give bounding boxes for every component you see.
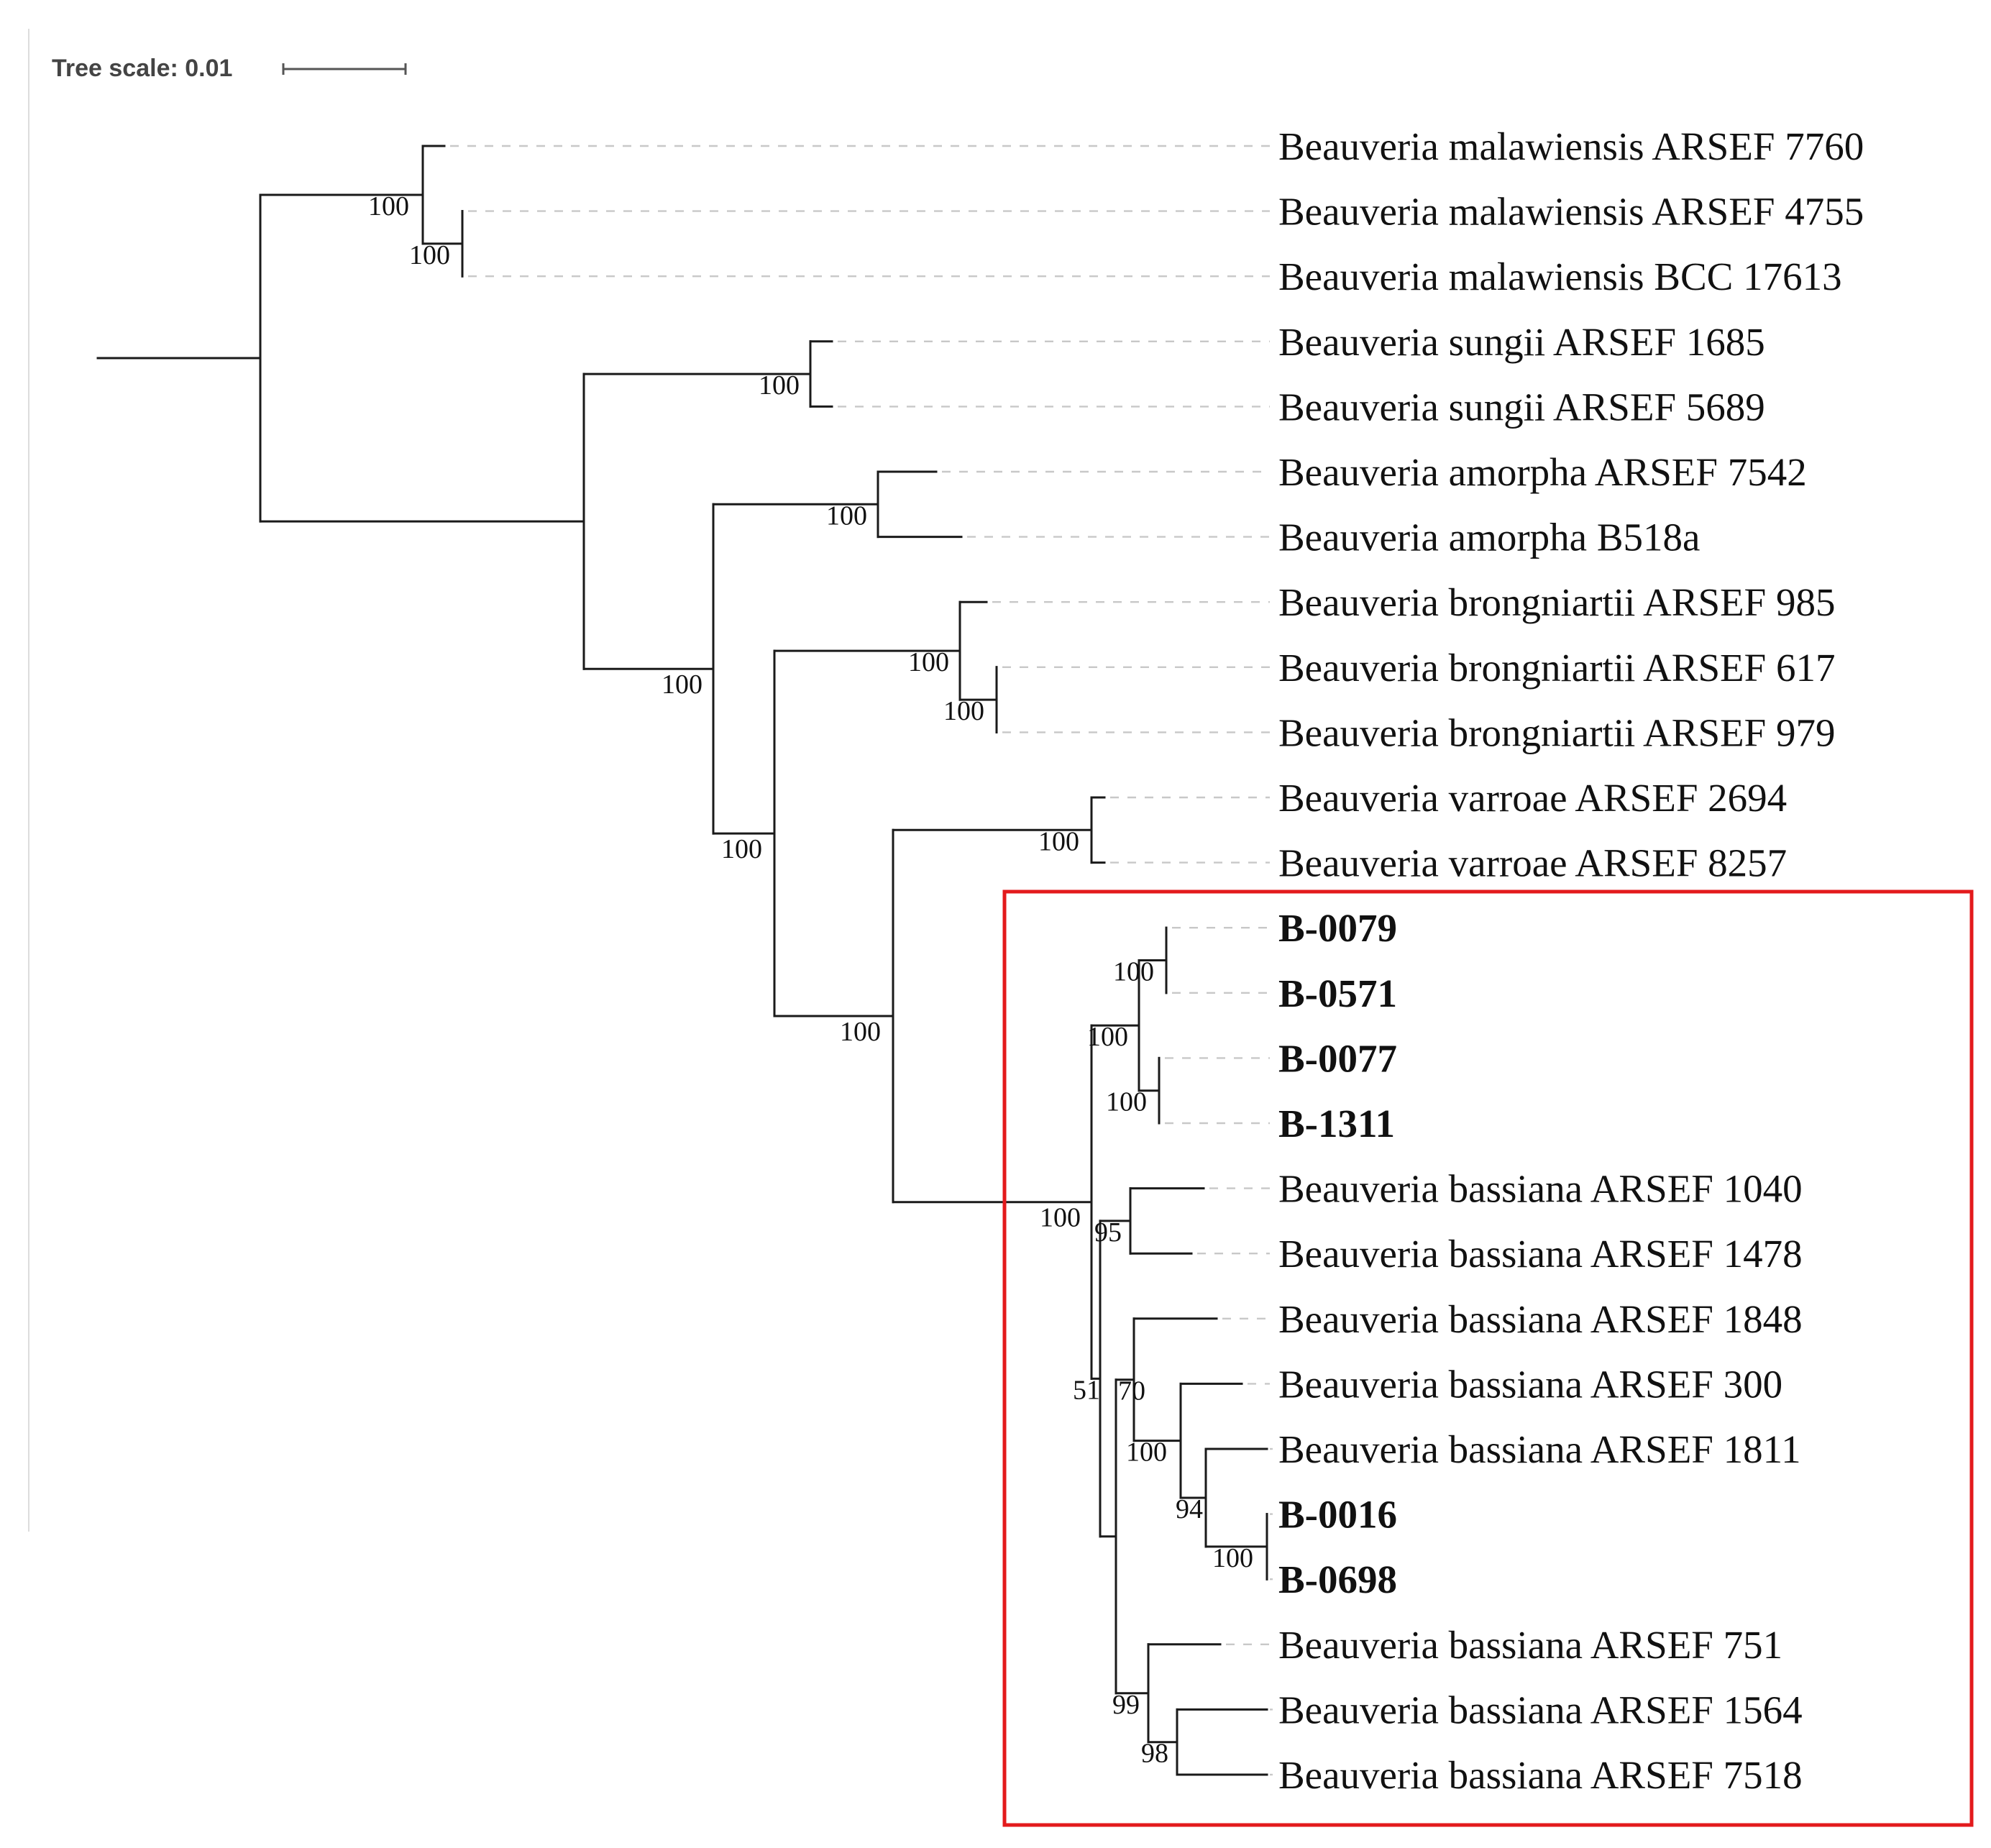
support-value: 51 xyxy=(1073,1375,1100,1405)
tip-label: B-0698 xyxy=(1278,1557,1397,1601)
tip-label: Beauveria bassiana ARSEF 1478 xyxy=(1278,1232,1803,1276)
support-value: 100 xyxy=(759,370,800,401)
support-value: 100 xyxy=(826,500,867,531)
tip-label: Beauveria varroae ARSEF 8257 xyxy=(1278,841,1787,885)
highlight-box xyxy=(1002,889,1974,1827)
tip-label: Beauveria bassiana ARSEF 751 xyxy=(1278,1623,1782,1667)
scale-bar: Tree scale: 0.01 xyxy=(52,55,407,82)
tip-label: B-0079 xyxy=(1278,906,1397,950)
tip-label: B-0016 xyxy=(1278,1493,1397,1537)
support-value: 94 xyxy=(1176,1494,1203,1524)
tip-label: Beauveria bassiana ARSEF 1040 xyxy=(1278,1167,1803,1211)
tip-label: Beauveria malawiensis BCC 17613 xyxy=(1278,255,1842,298)
tip-label: B-1311 xyxy=(1278,1102,1395,1145)
tip-label: Beauveria brongniartii ARSEF 979 xyxy=(1278,710,1836,754)
tip-label: Beauveria amorpha B518a xyxy=(1278,516,1700,559)
support-value: 100 xyxy=(1087,1022,1128,1052)
support-value: 100 xyxy=(368,191,409,221)
tip-label: Beauveria malawiensis ARSEF 4755 xyxy=(1278,190,1864,234)
tip-label: Beauveria malawiensis ARSEF 7760 xyxy=(1278,124,1864,168)
support-value: 100 xyxy=(662,669,702,700)
support-value: 100 xyxy=(1038,826,1079,856)
support-value: 70 xyxy=(1118,1376,1145,1406)
support-value: 98 xyxy=(1141,1739,1168,1769)
support-value: 99 xyxy=(1112,1690,1140,1720)
tip-label: Beauveria brongniartii ARSEF 985 xyxy=(1278,580,1836,624)
support-value: 100 xyxy=(1126,1437,1167,1468)
support-value: 100 xyxy=(1113,957,1154,987)
scale-bar-label: Tree scale: 0.01 xyxy=(52,55,232,82)
tip-label: Beauveria sungii ARSEF 1685 xyxy=(1278,320,1765,364)
tip-label: Beauveria bassiana ARSEF 1564 xyxy=(1278,1688,1803,1732)
support-value: 100 xyxy=(943,696,984,726)
support-value: 100 xyxy=(840,1017,881,1047)
tip-label: Beauveria sungii ARSEF 5689 xyxy=(1278,385,1765,429)
support-values: 1001001001001001001001001001001001001001… xyxy=(368,191,1253,1769)
tip-label: Beauveria bassiana ARSEF 1811 xyxy=(1278,1427,1801,1471)
tip-leaders xyxy=(450,145,1273,1776)
tip-label: Beauveria varroae ARSEF 2694 xyxy=(1278,776,1787,820)
support-value: 100 xyxy=(721,834,762,864)
tip-label: Beauveria brongniartii ARSEF 617 xyxy=(1278,646,1836,690)
tree-branches xyxy=(96,145,1268,1776)
tip-label: Beauveria bassiana ARSEF 7518 xyxy=(1278,1753,1803,1797)
support-value: 100 xyxy=(1040,1203,1081,1233)
tip-label: B-0571 xyxy=(1278,971,1397,1015)
tip-label: Beauveria amorpha ARSEF 7542 xyxy=(1278,450,1807,494)
tip-labels: Beauveria malawiensis ARSEF 7760Beauveri… xyxy=(1278,124,1864,1797)
tip-label: Beauveria bassiana ARSEF 300 xyxy=(1278,1362,1782,1406)
support-value: 100 xyxy=(1212,1543,1253,1573)
support-value: 100 xyxy=(908,647,949,677)
support-value: 95 xyxy=(1094,1217,1122,1248)
support-value: 100 xyxy=(409,240,450,270)
tip-label: Beauveria bassiana ARSEF 1848 xyxy=(1278,1297,1803,1341)
tip-label: B-0077 xyxy=(1278,1036,1397,1080)
support-value: 100 xyxy=(1106,1087,1147,1117)
